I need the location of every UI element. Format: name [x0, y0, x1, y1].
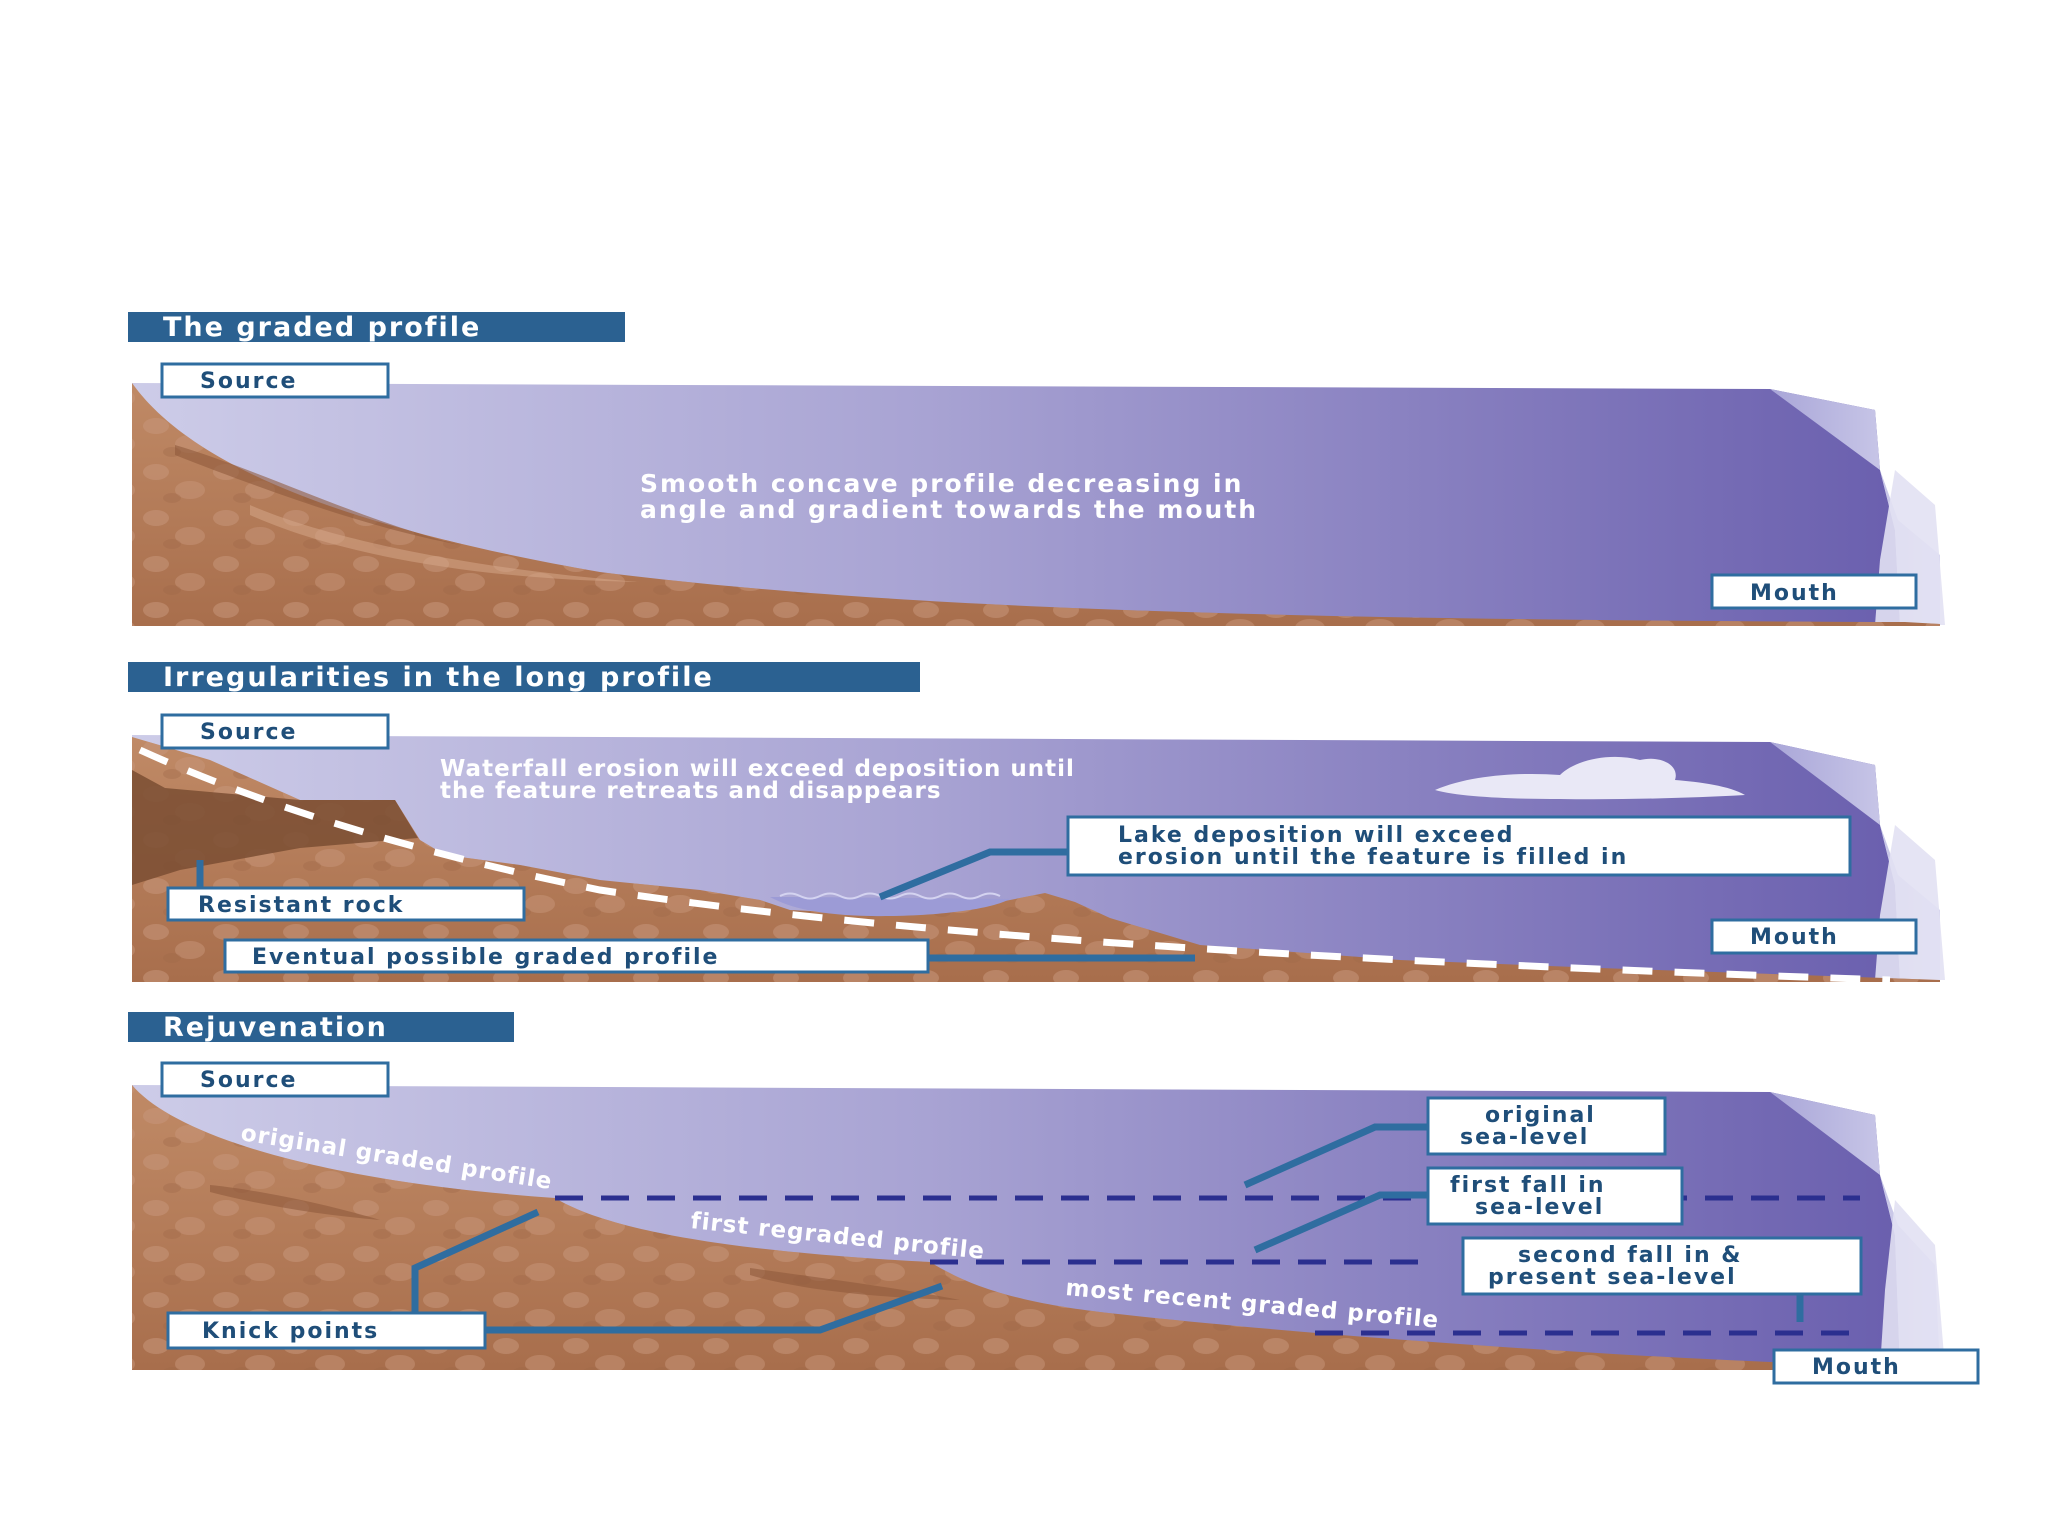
- waterfall-line1: Waterfall erosion will exceed deposition…: [440, 756, 1075, 782]
- irregularities-panel: Irregularities in the long profile Sourc…: [128, 662, 1945, 984]
- resistant-rock-layer: [132, 770, 418, 885]
- cloud-icon: [1435, 756, 1745, 800]
- original-sea-line2: sea-level: [1460, 1125, 1589, 1150]
- knick-point-connector-2: [485, 1282, 944, 1334]
- first-fall-line1: first fall in: [1450, 1173, 1606, 1198]
- second-fall-line1: second fall in &: [1518, 1243, 1742, 1268]
- knick-points-box: [166, 1311, 487, 1350]
- graded-land-texture: [132, 383, 1940, 626]
- rejuvenation-edge-inner: [1880, 1200, 1945, 1368]
- first-fall-connector: [1253, 1191, 1428, 1254]
- second-fall-box: [1461, 1236, 1863, 1296]
- resistant-rock-label: Resistant rock: [198, 893, 404, 918]
- rejuvenation-mouth-box: [1772, 1348, 1980, 1385]
- irregular-title: Irregularities in the long profile: [163, 662, 714, 693]
- rejuvenation-land-texture: [132, 1085, 1940, 1370]
- graded-profile-panel: The graded profile Source Mouth Smooth c…: [128, 312, 1945, 626]
- lake-connector: [878, 848, 1070, 901]
- waterfall-line2: the feature retreats and disappears: [440, 778, 942, 804]
- rejuvenation-title: Rejuvenation: [163, 1012, 388, 1043]
- rejuvenation-mouth-label: Mouth: [1812, 1355, 1901, 1380]
- graded-rock-streak-2: [250, 505, 640, 582]
- rejuvenation-source-label: Source: [200, 1068, 297, 1093]
- irregular-title-bar: [128, 662, 920, 692]
- rejuvenation-rock-streak: [210, 1185, 380, 1220]
- lake-line1: Lake deposition will exceed: [1118, 823, 1515, 848]
- second-fall-line2: present sea-level: [1488, 1265, 1737, 1290]
- rejuvenation-panel: Rejuvenation original graded profile fir…: [128, 1012, 1980, 1385]
- rejuvenation-rock-streak-2: [750, 1268, 960, 1300]
- knick-points-label: Knick points: [202, 1319, 379, 1344]
- original-sea-line1: original: [1485, 1103, 1596, 1128]
- knick-point-connector-1: [411, 1208, 540, 1315]
- lake-line2: erosion until the feature is filled in: [1118, 845, 1628, 870]
- lake-ripple: [779, 892, 1001, 900]
- original-sea-box: [1426, 1096, 1667, 1156]
- eventual-profile-line: [138, 746, 1891, 984]
- graded-source-label: Source: [200, 369, 297, 394]
- irregular-mouth-box: [1710, 918, 1918, 955]
- first-fall-line2: sea-level: [1475, 1195, 1604, 1220]
- irregular-land-texture: [132, 737, 1940, 982]
- eventual-profile-label: Eventual possible graded profile: [252, 945, 719, 970]
- irregular-mouth-label: Mouth: [1750, 925, 1839, 950]
- rejuvenation-title-bar: [128, 1012, 514, 1042]
- graded-title-bar: [128, 312, 625, 342]
- irregular-source-box: [160, 713, 390, 750]
- lake-box: [1066, 815, 1852, 877]
- graded-description-line1: Smooth concave profile decreasing in: [640, 469, 1243, 498]
- graded-mouth-box: [1710, 573, 1918, 610]
- graded-title: The graded profile: [163, 312, 481, 343]
- graded-mouth-label: Mouth: [1750, 581, 1839, 606]
- irregular-source-label: Source: [200, 720, 297, 745]
- graded-description-line2: angle and gradient towards the mouth: [640, 495, 1258, 524]
- lake: [770, 897, 1010, 917]
- resistant-rock-box: [166, 886, 526, 922]
- original-sea-connector: [1243, 1123, 1428, 1189]
- eventual-profile-box: [223, 938, 930, 974]
- first-fall-box: [1426, 1166, 1684, 1226]
- graded-source-box: [160, 362, 390, 399]
- graded-rock-streak: [175, 445, 460, 545]
- graded-sky: [132, 383, 1900, 625]
- rejuvenation-source-box: [160, 1061, 390, 1098]
